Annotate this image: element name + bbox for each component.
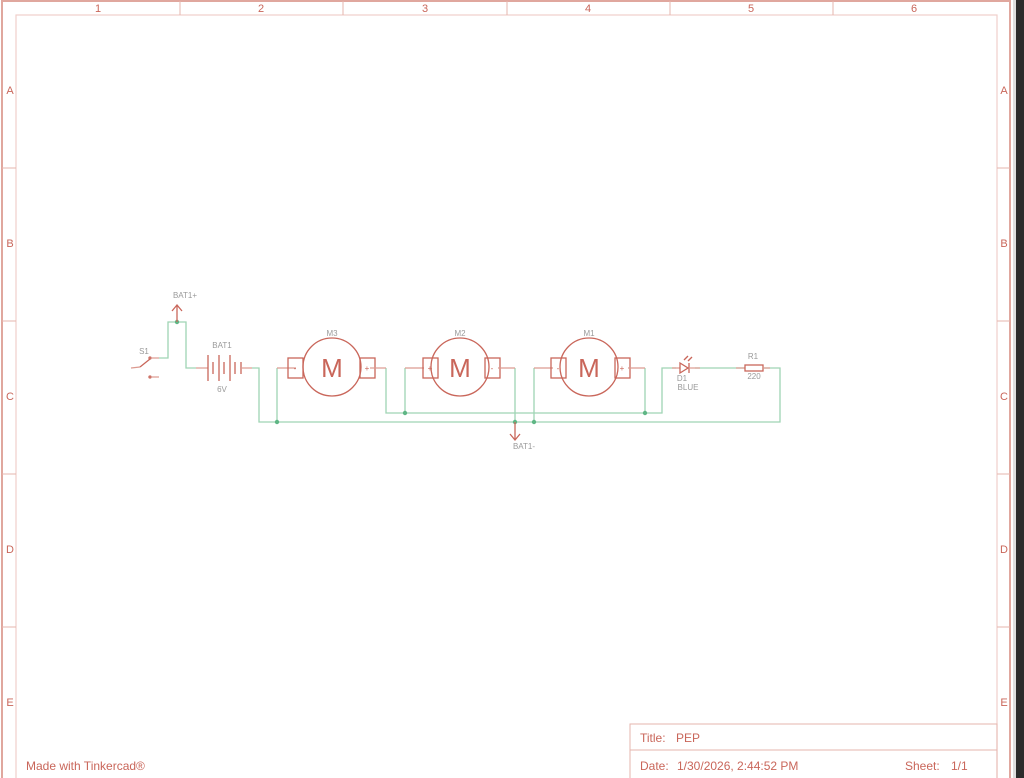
motor-m3[interactable]: M3 - M + bbox=[277, 329, 386, 397]
window-edge-shadow bbox=[1013, 0, 1016, 778]
led-ref: D1 bbox=[677, 374, 688, 383]
row-dividers bbox=[2, 167, 1010, 628]
motor-m2[interactable]: M2 + M - bbox=[405, 329, 515, 397]
battery-bat1[interactable]: BAT1 6V bbox=[196, 341, 252, 394]
resistor-value: 220 bbox=[747, 372, 761, 381]
motor-ref: M1 bbox=[583, 329, 595, 338]
row-label: D bbox=[1000, 544, 1008, 556]
sheet-value: 1/1 bbox=[951, 759, 968, 773]
motor-symbol: M bbox=[578, 353, 600, 383]
row-label: A bbox=[1000, 85, 1008, 97]
motor-ref: M3 bbox=[326, 329, 338, 338]
pin-polarity: + bbox=[365, 364, 370, 373]
column-dividers bbox=[179, 1, 834, 15]
led-value: BLUE bbox=[678, 383, 699, 392]
pin-polarity: - bbox=[294, 364, 297, 373]
pin-polarity: + bbox=[428, 364, 433, 373]
tinkercad-credit: Made with Tinkercad® bbox=[26, 759, 145, 773]
column-label: 6 bbox=[911, 3, 917, 15]
sheet-label: Sheet: bbox=[905, 759, 940, 773]
window-edge bbox=[1016, 0, 1024, 778]
column-label: 1 bbox=[95, 3, 101, 15]
resistor-r1[interactable]: R1 220 bbox=[736, 352, 770, 381]
switch-s1[interactable]: S1 bbox=[130, 347, 159, 379]
battery-value: 6V bbox=[217, 385, 227, 394]
bat1-negative-supply[interactable]: BAT1- bbox=[509, 422, 535, 451]
row-label: B bbox=[6, 238, 13, 250]
resistor-ref: R1 bbox=[748, 352, 759, 361]
date-label: Date: bbox=[640, 759, 669, 773]
title-label: Title: bbox=[640, 731, 666, 745]
row-label: C bbox=[1000, 391, 1008, 403]
column-label: 3 bbox=[422, 3, 428, 15]
net-label: BAT1+ bbox=[173, 291, 197, 300]
switch-ref: S1 bbox=[139, 347, 149, 356]
row-label: E bbox=[1000, 697, 1007, 709]
bat1-positive-supply[interactable]: BAT1+ bbox=[171, 291, 197, 322]
arrow-up-icon bbox=[171, 303, 183, 312]
column-label: 2 bbox=[258, 3, 264, 15]
motor-symbol: M bbox=[449, 353, 471, 383]
led-d1[interactable]: D1 BLUE bbox=[672, 355, 700, 392]
row-label: C bbox=[6, 391, 14, 403]
pin-polarity: - bbox=[557, 364, 560, 373]
row-label: A bbox=[6, 85, 14, 97]
title-value: PEP bbox=[676, 731, 700, 745]
junctions bbox=[174, 319, 648, 425]
column-label: 5 bbox=[748, 3, 754, 15]
motor-ref: M2 bbox=[454, 329, 466, 338]
row-label: B bbox=[1000, 238, 1007, 250]
motor-symbol: M bbox=[321, 353, 343, 383]
title-block: Title: PEP Date: 1/30/2026, 2:44:52 PM S… bbox=[629, 723, 998, 778]
pin-polarity: - bbox=[491, 364, 494, 373]
pin-polarity: + bbox=[620, 364, 625, 373]
date-value: 1/30/2026, 2:44:52 PM bbox=[677, 759, 798, 773]
column-label: 4 bbox=[585, 3, 591, 15]
inner-frame bbox=[15, 14, 998, 778]
row-label: D bbox=[6, 544, 14, 556]
light-emission-icon bbox=[683, 355, 693, 362]
net-label: BAT1- bbox=[513, 442, 535, 451]
battery-ref: BAT1 bbox=[212, 341, 232, 350]
arrow-down-icon bbox=[509, 433, 521, 442]
motor-m1[interactable]: M1 - M + bbox=[534, 329, 645, 397]
row-label: E bbox=[6, 697, 13, 709]
